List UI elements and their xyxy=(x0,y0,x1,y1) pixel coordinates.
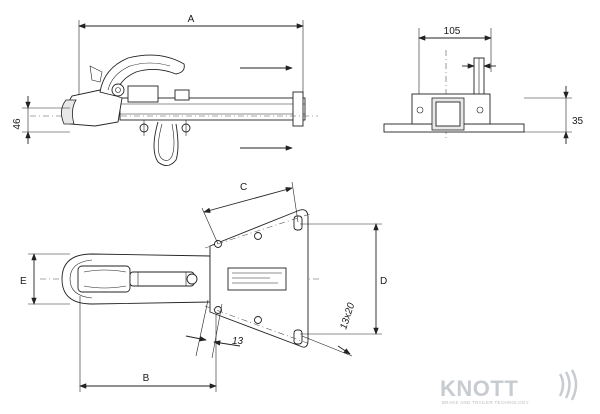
dim-13x20-label: 13x20 xyxy=(338,301,357,331)
top-damper xyxy=(129,271,195,287)
breakaway-cable xyxy=(153,121,179,166)
end-plate xyxy=(292,91,304,127)
dim-d-label: D xyxy=(380,276,387,287)
dim-c-line xyxy=(203,187,293,213)
knott-logo: KNOTT BRAKE AND TRAILER TECHNOLOGY xyxy=(440,369,578,405)
dim-e-label: E xyxy=(20,276,27,287)
top-view: E C xyxy=(20,181,387,392)
dim-46-label: 46 xyxy=(12,118,23,130)
dim-a-label: A xyxy=(188,14,195,25)
dim-13-label: 13 xyxy=(232,336,244,347)
dim-35-label: 35 xyxy=(572,116,584,127)
top-nameplate xyxy=(227,267,287,291)
svg-text:BRAKE AND TRAILER TECHNOLOGY: BRAKE AND TRAILER TECHNOLOGY xyxy=(442,400,529,405)
end-view: 105 35 xyxy=(383,26,584,144)
coupling-handle xyxy=(99,54,185,97)
dim-105-label: 105 xyxy=(444,26,461,37)
dim-b-label: B xyxy=(143,373,150,384)
dim-c-label: C xyxy=(240,182,247,193)
svg-text:KNOTT: KNOTT xyxy=(440,376,518,401)
side-view: A 46 xyxy=(12,14,318,166)
mounting-block xyxy=(127,85,159,103)
